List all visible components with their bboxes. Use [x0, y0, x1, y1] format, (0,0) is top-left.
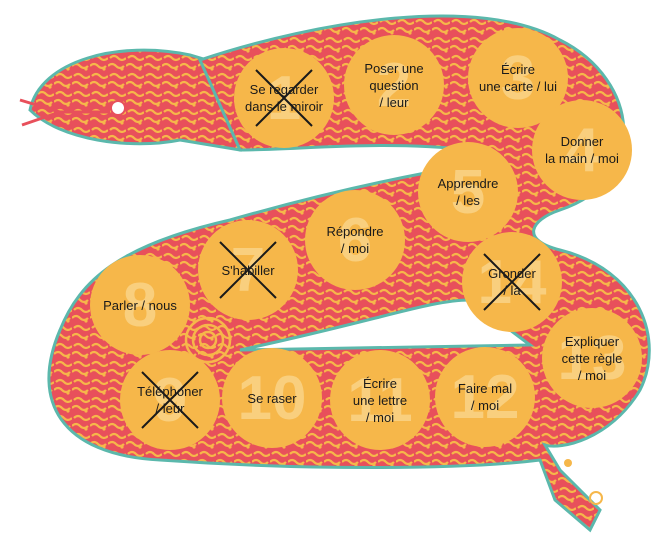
cell-number: 11	[347, 365, 413, 435]
cell-label: Parler / nous	[103, 297, 177, 313]
cell-number: 5	[450, 157, 486, 227]
cell-number: 12	[450, 362, 520, 432]
cross-out-icon	[141, 371, 199, 429]
cross-out-icon	[255, 69, 313, 127]
snake-tongue	[19, 98, 110, 127]
tail-spiral	[589, 491, 603, 505]
cell-label: Écrire une carte / lui	[478, 62, 558, 94]
cross-out-icon	[483, 253, 541, 311]
body-spiral	[184, 316, 232, 364]
cell-number: 10	[237, 363, 307, 433]
cell-number: 4	[564, 115, 600, 185]
cell-label: Écrire une lettre / moi	[352, 375, 408, 425]
cell-label: Faire mal / moi	[457, 381, 513, 413]
board-cell-7: 7S'habiller	[198, 220, 298, 320]
board-cell-14: 14Gronder / la	[462, 232, 562, 332]
cell-label: Apprendre / les	[437, 176, 499, 208]
cell-number: 3	[500, 43, 536, 113]
board-cell-1: 1Se regarder dans le miroir	[234, 48, 334, 148]
tail-dot	[564, 459, 572, 467]
cell-number: 13	[557, 323, 627, 393]
cell-label: Téléphoner / leur	[137, 384, 203, 416]
cell-label: Répondre / moi	[326, 224, 384, 256]
cell-label: Poser une question / leur	[364, 60, 424, 110]
cell-number: 8	[122, 270, 158, 340]
snake-eye	[110, 100, 126, 116]
cell-label: Expliquer cette règle / moi	[561, 333, 623, 383]
cell-label: Donner la main / moi	[545, 134, 619, 166]
cross-out-icon	[219, 241, 277, 299]
board-cell-9: 9Téléphoner / leur	[120, 350, 220, 450]
cell-number: 2	[376, 50, 412, 120]
cell-number: 6	[337, 205, 373, 275]
cell-label: Se raser	[247, 390, 297, 406]
